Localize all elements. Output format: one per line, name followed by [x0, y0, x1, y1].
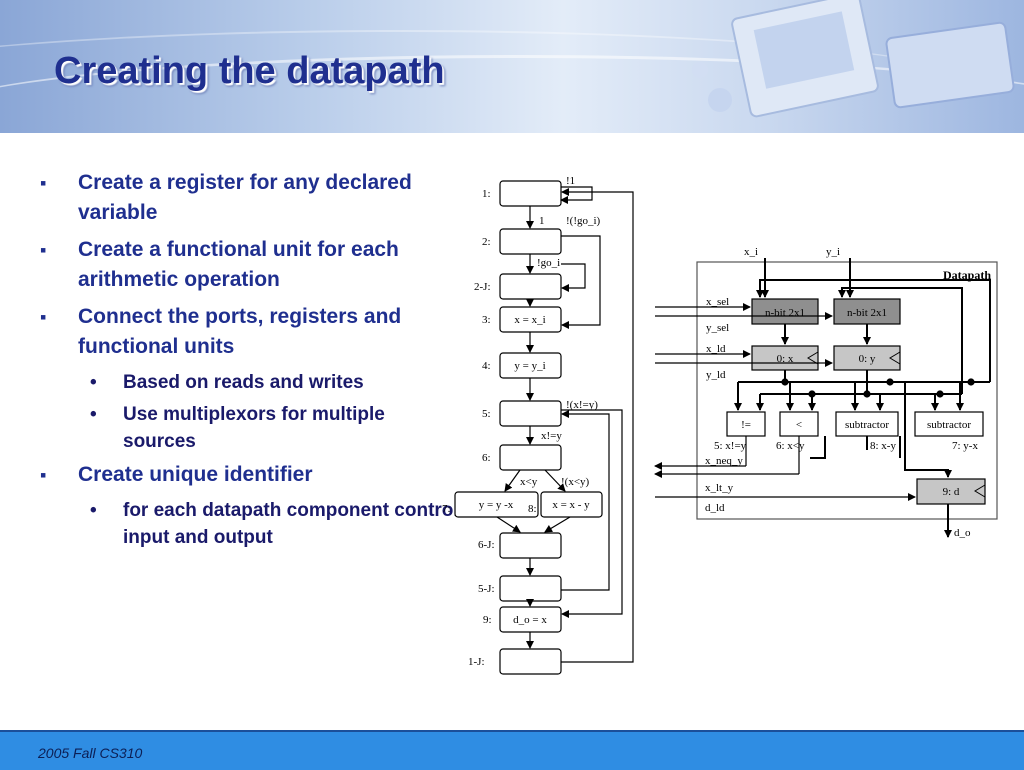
state-action: y = y_i [514, 360, 545, 372]
state-label: 2-J: [474, 281, 491, 293]
input-label: x_i [744, 246, 758, 258]
state-label: 7: [442, 503, 451, 515]
edge-label: !go_i [537, 257, 560, 269]
output-label: d_o [954, 527, 971, 539]
unit-id: 5: x!=y [714, 440, 747, 452]
unit-id: 6: x<y [776, 440, 805, 452]
unit-id: 8: x-y [870, 440, 896, 452]
control-signal-label: x_ld [706, 343, 726, 355]
slide-footer: 2005 Fall CS310 [0, 730, 1024, 770]
datapath-title: Datapath [943, 268, 991, 282]
mux-label: n-bit 2x1 [765, 307, 805, 319]
bullet-item: Create a register for any declared varia… [40, 168, 460, 228]
unit-label: subtractor [845, 419, 889, 431]
edge-label: x<y [520, 476, 538, 488]
edge-label: !(!go_i) [566, 215, 601, 227]
state-label: 8: [528, 503, 537, 515]
state-label: 4: [482, 360, 491, 372]
state-label: 5: [482, 408, 491, 420]
state-label: 6: [482, 452, 491, 464]
control-signal-label: y_ld [706, 369, 726, 381]
datapath-labels: Datapath x_i y_i n-bit 2x1 n-bit 2x1 0: … [705, 246, 991, 539]
state-action: x = x_i [514, 314, 545, 326]
state-label: 1-J: [468, 656, 485, 668]
title-banner: Creating the datapath [0, 0, 1024, 133]
fsmd-labels: 1: 2: 2-J: 3: 4: 5: 6: 7: 8: 6-J: 5-J: 9… [442, 175, 601, 668]
sub-bullet-item: Based on reads and writes [40, 369, 460, 396]
sub-bullet-item: for each datapath component control inpu… [40, 497, 460, 551]
control-signal-label: x_neq_y [705, 455, 743, 467]
state-label: 5-J: [478, 583, 495, 595]
state-action: d_o = x [513, 614, 547, 626]
unit-label: != [741, 419, 751, 431]
state-action: x = x - y [552, 499, 590, 511]
mux-label: n-bit 2x1 [847, 307, 887, 319]
state-action: y = y -x [479, 499, 514, 511]
register-label: 0: x [777, 353, 794, 365]
control-signal-label: x_lt_y [705, 482, 734, 494]
bullet-item: Connect the ports, registers and functio… [40, 302, 460, 362]
fsmd-diagram [454, 180, 634, 675]
bullet-item: Create a functional unit for each arithm… [40, 235, 460, 295]
sub-bullet-item: Use multiplexors for multiple sources [40, 401, 460, 455]
edge-label: x!=y [541, 430, 562, 442]
slide-title: Creating the datapath [54, 50, 445, 92]
bullet-item: Create unique identifier [40, 460, 460, 490]
state-label: 1: [482, 188, 491, 200]
unit-label: subtractor [927, 419, 971, 431]
bullet-list: Create a register for any declared varia… [40, 168, 460, 556]
input-label: y_i [826, 246, 840, 258]
state-label: 2: [482, 236, 491, 248]
state-label: 9: [483, 614, 492, 626]
footer-text: 2005 Fall CS310 [38, 745, 143, 761]
banner-decoration-image [692, 0, 1015, 118]
edge-label: !(x!=y) [566, 399, 598, 411]
control-signal-label: x_sel [706, 296, 729, 308]
banner-wave [0, 30, 1000, 133]
datapath-diagram [654, 258, 998, 538]
register-label: 0: y [859, 353, 876, 365]
control-signal-label: d_ld [705, 502, 725, 514]
control-signal-label: y_sel [706, 322, 729, 334]
edge-label: 1 [539, 215, 545, 227]
edge-label: !1 [566, 175, 575, 187]
state-label: 3: [482, 314, 491, 326]
unit-id: 7: y-x [952, 440, 978, 452]
state-label: 6-J: [478, 539, 495, 551]
edge-label: !(x<y) [561, 476, 590, 488]
register-label: 9: d [943, 486, 960, 498]
unit-label: < [796, 419, 802, 431]
diagram-canvas: 1: 2: 2-J: 3: 4: 5: 6: 7: 8: 6-J: 5-J: 9… [442, 175, 998, 675]
